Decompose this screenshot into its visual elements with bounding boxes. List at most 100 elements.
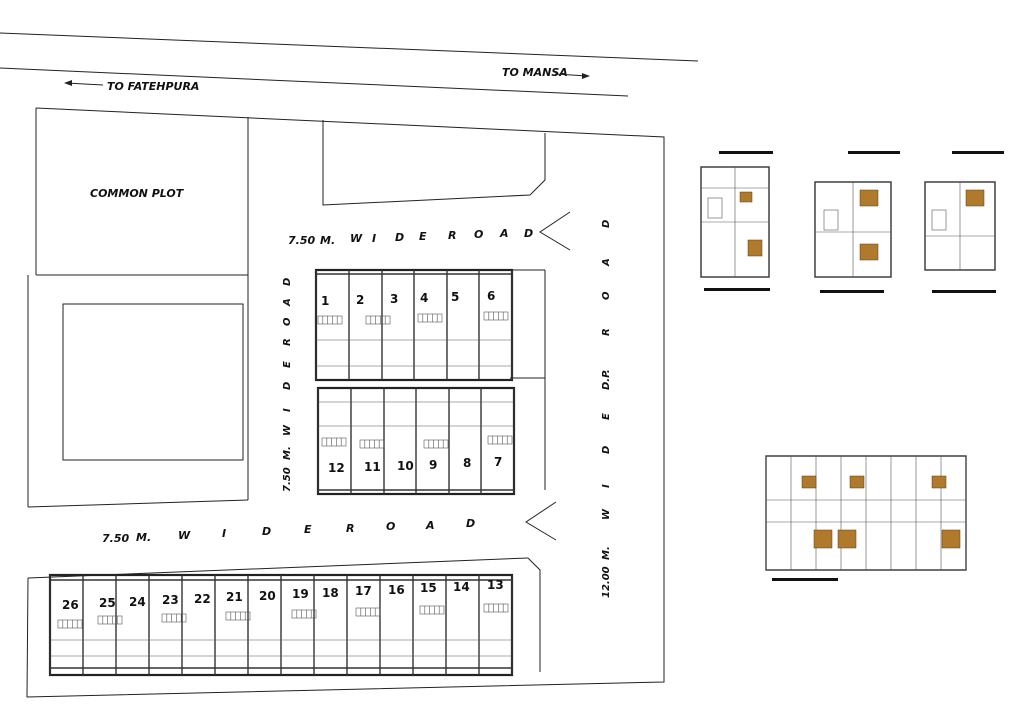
svg-text:I: I (372, 232, 376, 245)
staircase (417, 313, 443, 323)
svg-text:W: W (601, 508, 612, 520)
plot-number: 9 (429, 458, 437, 472)
svg-text:E: E (282, 361, 293, 368)
svg-text:D: D (395, 231, 404, 244)
svg-text:D.P.: D.P. (601, 369, 612, 390)
center-block-stairs (317, 311, 513, 449)
svg-text:D: D (601, 446, 612, 454)
plot-number: 16 (388, 583, 405, 597)
staircase (57, 619, 83, 629)
svg-text:D: D (262, 525, 271, 538)
svg-text:M.: M. (320, 234, 335, 247)
svg-text:A: A (425, 519, 435, 532)
plot-number: 24 (129, 595, 146, 609)
plot-number: 25 (99, 596, 116, 610)
plot-number: 17 (355, 584, 372, 598)
svg-text:D: D (601, 220, 612, 228)
svg-text:7.50: 7.50 (282, 467, 293, 492)
plot-number: 4 (420, 291, 428, 305)
staircase (355, 607, 381, 617)
plot-numbers-bottom-row: 26 25 24 23 22 21 20 19 18 17 16 15 14 1… (62, 578, 504, 612)
plot-number: 14 (453, 580, 470, 594)
plot-number: 18 (322, 586, 339, 600)
staircase (483, 603, 509, 613)
center-block-walls (315, 270, 515, 494)
staircase (317, 315, 343, 325)
svg-text:O: O (601, 291, 612, 300)
floor-plan-detail-1 (700, 151, 773, 291)
plot-number: 20 (259, 589, 276, 603)
svg-text:7.50: 7.50 (288, 234, 315, 247)
svg-text:I: I (601, 484, 612, 488)
svg-text:D: D (282, 382, 293, 390)
common-plot-label: COMMON PLOT (90, 187, 185, 200)
plot-number: 7 (494, 455, 502, 469)
svg-text:D: D (282, 278, 293, 286)
road-label-left-vertical: 7.50 M. W I D E R O A D (282, 278, 293, 492)
road-arrow-middle (525, 501, 557, 541)
svg-text:R: R (346, 522, 354, 535)
road-label-middle: 7.50 M. W I D E R O A D (102, 517, 475, 545)
direction-left-label: TO FATEHPURA (107, 80, 199, 93)
staircase (225, 611, 251, 621)
direction-right-label: TO MANSA (502, 66, 568, 79)
staircase (161, 613, 187, 623)
floor-plan-detail-3 (924, 151, 1004, 293)
direction-right: TO MANSA (502, 66, 590, 79)
floor-plan-detail-4 (765, 455, 967, 581)
plot-number: 11 (364, 460, 381, 474)
svg-text:D: D (466, 517, 475, 530)
plot-number: 12 (328, 461, 345, 475)
staircase (321, 437, 347, 447)
plot-number: 22 (194, 592, 211, 606)
plot-number: 6 (487, 289, 495, 303)
bottom-housing-block (48, 573, 514, 677)
svg-text:E: E (304, 523, 312, 536)
road-label-top: 7.50 M. W I D E R O A D (288, 227, 533, 247)
svg-text:D: D (524, 227, 533, 240)
staircase (359, 439, 385, 449)
svg-text:R: R (601, 328, 612, 336)
plot-number: 23 (162, 593, 179, 607)
plot-number: 5 (451, 290, 459, 304)
plot-numbers-top-row: 1 2 3 4 5 6 (321, 289, 495, 308)
staircase (291, 609, 317, 619)
plot-number: 10 (397, 459, 414, 473)
staircase (483, 311, 509, 321)
plot-number: 1 (321, 294, 329, 308)
svg-text:A: A (282, 298, 293, 307)
staircase (97, 615, 123, 625)
plot-number: 26 (62, 598, 79, 612)
svg-text:O: O (282, 317, 293, 326)
plot-number: 21 (226, 590, 243, 604)
staircase (419, 605, 445, 615)
staircase (423, 439, 449, 449)
svg-text:12.00: 12.00 (601, 566, 612, 598)
svg-text:A: A (499, 227, 509, 240)
svg-text:W: W (178, 529, 191, 542)
svg-text:I: I (282, 408, 293, 412)
svg-text:W: W (282, 424, 293, 436)
svg-text:O: O (474, 228, 483, 241)
plot-number: 19 (292, 587, 309, 601)
plot-number: 8 (463, 456, 471, 470)
svg-text:E: E (601, 413, 612, 420)
svg-text:R: R (448, 229, 456, 242)
plot-number: 2 (356, 293, 364, 307)
svg-text:7.50: 7.50 (102, 532, 129, 545)
plot-numbers-middle-row: 12 11 10 9 8 7 (328, 455, 502, 475)
svg-text:M.: M. (282, 446, 293, 460)
svg-text:E: E (419, 230, 427, 243)
plot-number: 15 (420, 581, 437, 595)
plot-number: 13 (487, 578, 504, 592)
staircase (487, 435, 513, 445)
svg-text:R: R (282, 338, 293, 346)
svg-text:O: O (386, 520, 395, 533)
center-housing-block (314, 268, 516, 496)
direction-left: TO FATEHPURA (64, 80, 199, 93)
staircase (365, 315, 391, 325)
svg-text:I: I (222, 527, 226, 540)
road-label-right-vertical: 12.00 M. W I D E D.P. R O A D (601, 220, 612, 598)
highway (0, 32, 699, 97)
